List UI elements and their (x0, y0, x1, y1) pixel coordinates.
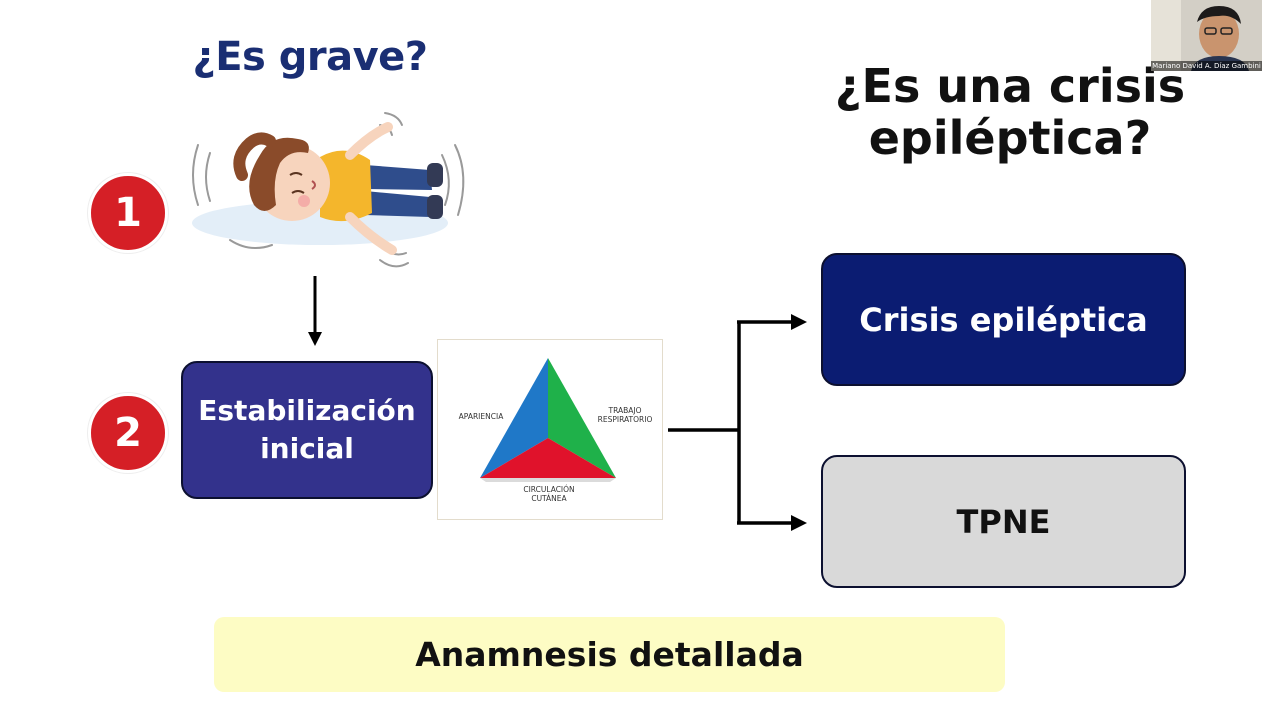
stabilization-line1: Estabilización (198, 394, 416, 427)
presenter-name: Mariano David A. Díaz Gambini (1151, 61, 1262, 71)
crisis-epileptica-box: Crisis epiléptica (821, 253, 1186, 386)
stabilization-box: Estabilización inicial (181, 361, 433, 499)
triangle-label-circulacion-cutanea: CIRCULACIÓN CUTÁNEA (516, 485, 582, 503)
down-arrow (308, 276, 322, 346)
arrow-to-tpne (791, 515, 807, 531)
presenter-webcam: Mariano David A. Díaz Gambini (1151, 0, 1262, 71)
child-seizure-illustration (192, 112, 465, 268)
triangle-label-circulacion: CIRCULACIÓN (523, 485, 575, 494)
triangle-label-respiratorio: RESPIRATORIO (597, 415, 653, 424)
step-1-badge: 1 (88, 173, 168, 253)
anamnesis-banner: Anamnesis detallada (214, 617, 1005, 692)
triangle-label-trabajo-respiratorio: TRABAJO RESPIRATORIO (592, 406, 658, 424)
title-crisis-line1: ¿Es una crisis (834, 59, 1186, 113)
tpne-box: TPNE (821, 455, 1186, 588)
step-2-badge: 2 (88, 393, 168, 473)
pediatric-assessment-triangle-card: APARIENCIA TRABAJO RESPIRATORIO CIRCULAC… (437, 339, 663, 520)
stabilization-line2: inicial (260, 432, 354, 465)
triangle-label-trabajo: TRABAJO (608, 406, 642, 415)
title-es-grave: ¿Es grave? (192, 34, 428, 80)
arrow-to-crisis (791, 314, 807, 330)
triangle-label-apariencia: APARIENCIA (458, 412, 504, 421)
branch-connector (668, 314, 807, 531)
triangle-label-cutanea: CUTÁNEA (531, 494, 567, 503)
title-crisis-line2: epiléptica? (868, 111, 1152, 165)
assessment-triangle-diagram (480, 358, 616, 482)
title-es-crisis-epileptica: ¿Es una crisis epiléptica? (820, 60, 1200, 164)
